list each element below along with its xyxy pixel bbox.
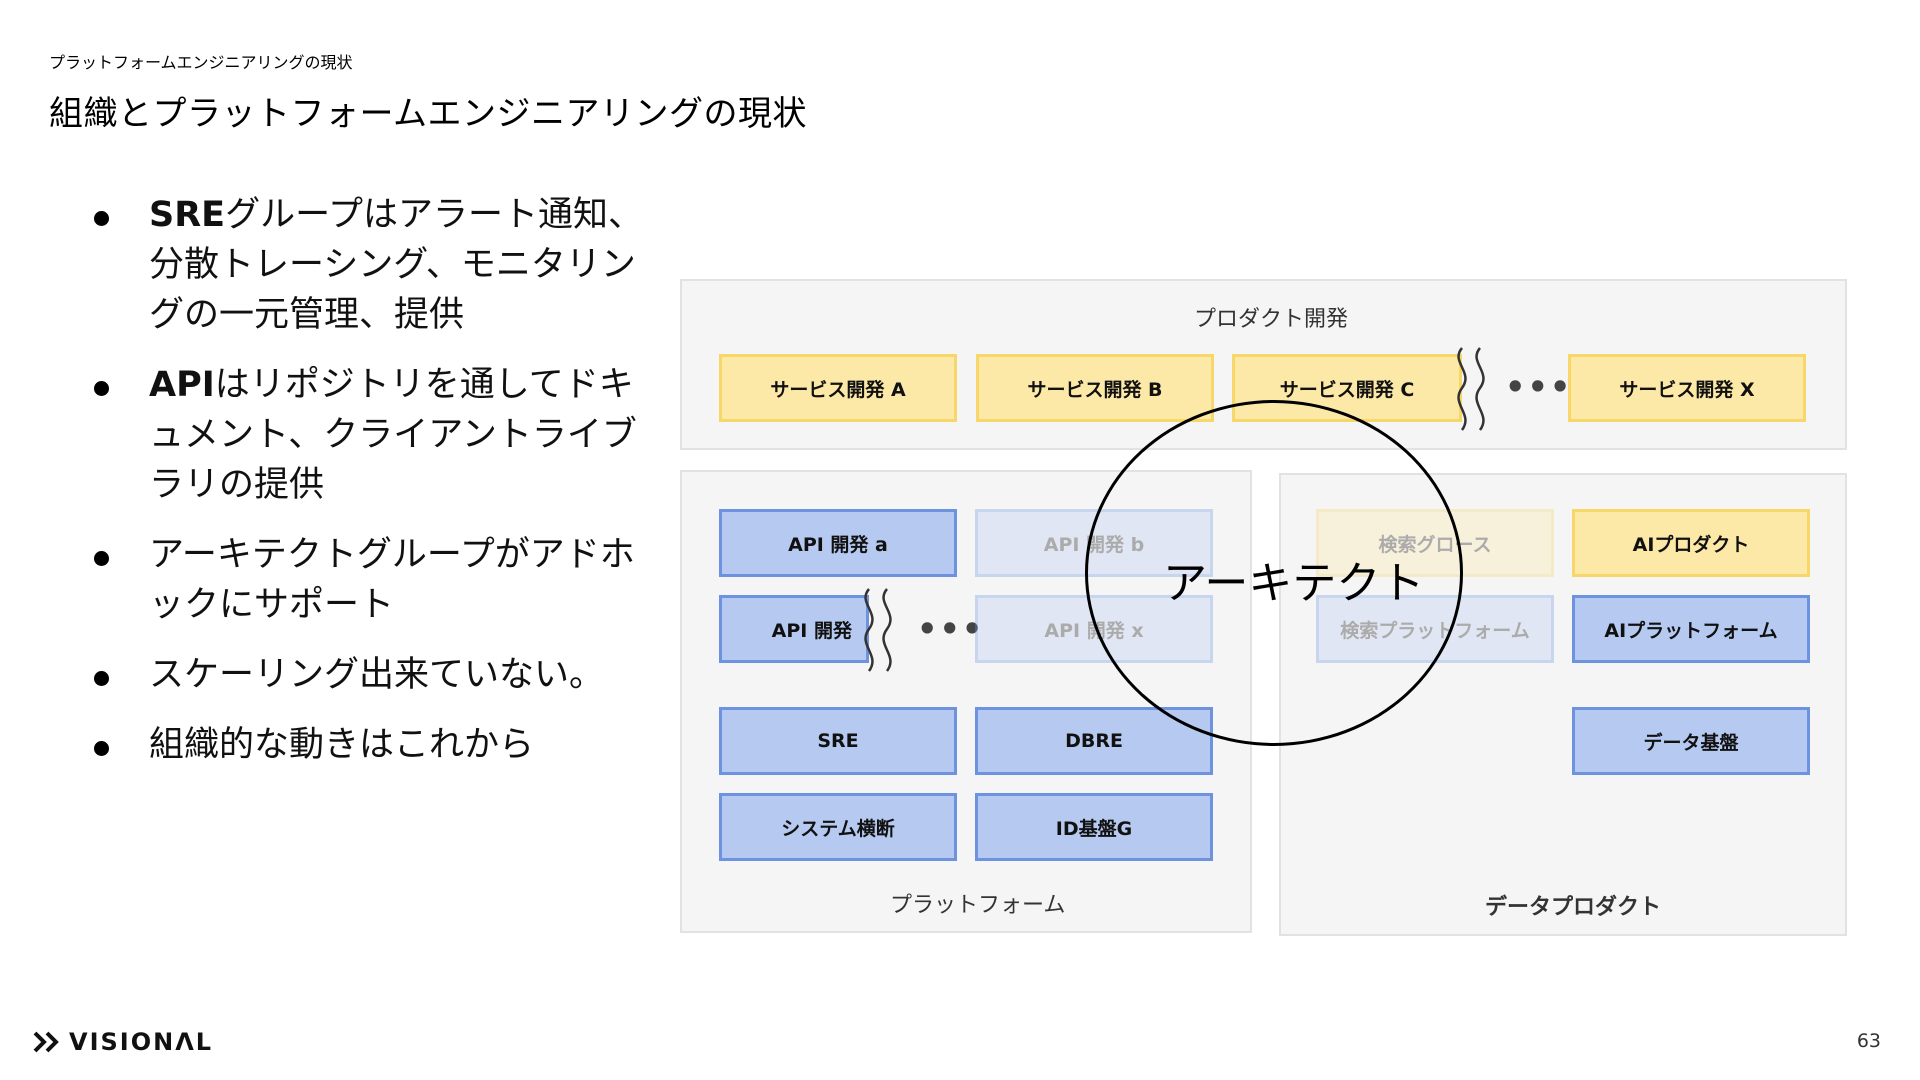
ai-product-box: AIプロダクト	[1572, 509, 1810, 577]
breadcrumb: プラットフォームエンジニアリングの現状	[49, 53, 353, 72]
bullet-item: アーキテクトグループがアドホックにサポート	[94, 530, 654, 630]
bullet-text: グループはアラート通知、分散トレーシング、モニタリングの一元管理、提供	[149, 195, 643, 335]
api-box: API 開発 a	[719, 509, 957, 577]
id-platform-box: ID基盤G	[975, 793, 1213, 861]
bullet-dot	[94, 381, 109, 396]
ellipsis: •••	[917, 610, 985, 648]
break-squiggle-icon	[864, 588, 892, 672]
bullet-dot	[94, 671, 109, 686]
bullet-item: SREグループはアラート通知、分散トレーシング、モニタリングの一元管理、提供	[94, 190, 654, 340]
ellipsis: •••	[1505, 368, 1573, 406]
visional-logo: VISIONΛL	[33, 1027, 213, 1057]
architect-circle	[1085, 400, 1463, 746]
bullet-text: はリポジトリを通してドキュメント、クライアントライブラリの提供	[149, 365, 637, 505]
bullet-list: SREグループはアラート通知、分散トレーシング、モニタリングの一元管理、提供 A…	[94, 190, 654, 790]
bullet-text: アーキテクトグループがアドホックにサポート	[149, 535, 635, 625]
product-dev-label: プロダクト開発	[1194, 307, 1349, 332]
bullet-bold: SRE	[149, 195, 226, 235]
double-chevron-logo-icon	[33, 1031, 59, 1053]
architect-label: アーキテクト	[1163, 558, 1425, 609]
break-squiggle-icon	[1457, 347, 1485, 431]
bullet-dot	[94, 741, 109, 756]
ai-platform-box: AIプラットフォーム	[1572, 595, 1810, 663]
data-product-label: データプロダクト	[1485, 895, 1662, 920]
bullet-bold: API	[149, 365, 215, 405]
bullet-dot	[94, 551, 109, 566]
page-number: 63	[1856, 1030, 1881, 1052]
system-cross-box: システム横断	[719, 793, 957, 861]
page-title: 組織とプラットフォームエンジニアリングの現状	[49, 94, 807, 134]
service-box: サービス開発 A	[719, 354, 957, 422]
bullet-text: スケーリング出来ていない。	[149, 655, 605, 695]
api-box: API 開発	[719, 595, 869, 663]
bullet-dot	[94, 211, 109, 226]
bullet-item: スケーリング出来ていない。	[94, 650, 654, 700]
service-box: サービス開発 B	[976, 354, 1214, 422]
sre-box: SRE	[719, 707, 957, 775]
data-platform-box: データ基盤	[1572, 707, 1810, 775]
bullet-item: APIはリポジトリを通してドキュメント、クライアントライブラリの提供	[94, 360, 654, 510]
service-box: サービス開発 X	[1568, 354, 1806, 422]
logo-text: VISIONΛL	[69, 1028, 214, 1056]
platform-label: プラットフォーム	[890, 893, 1066, 918]
bullet-text: 組織的な動きはこれから	[149, 725, 535, 765]
bullet-item: 組織的な動きはこれから	[94, 720, 654, 770]
